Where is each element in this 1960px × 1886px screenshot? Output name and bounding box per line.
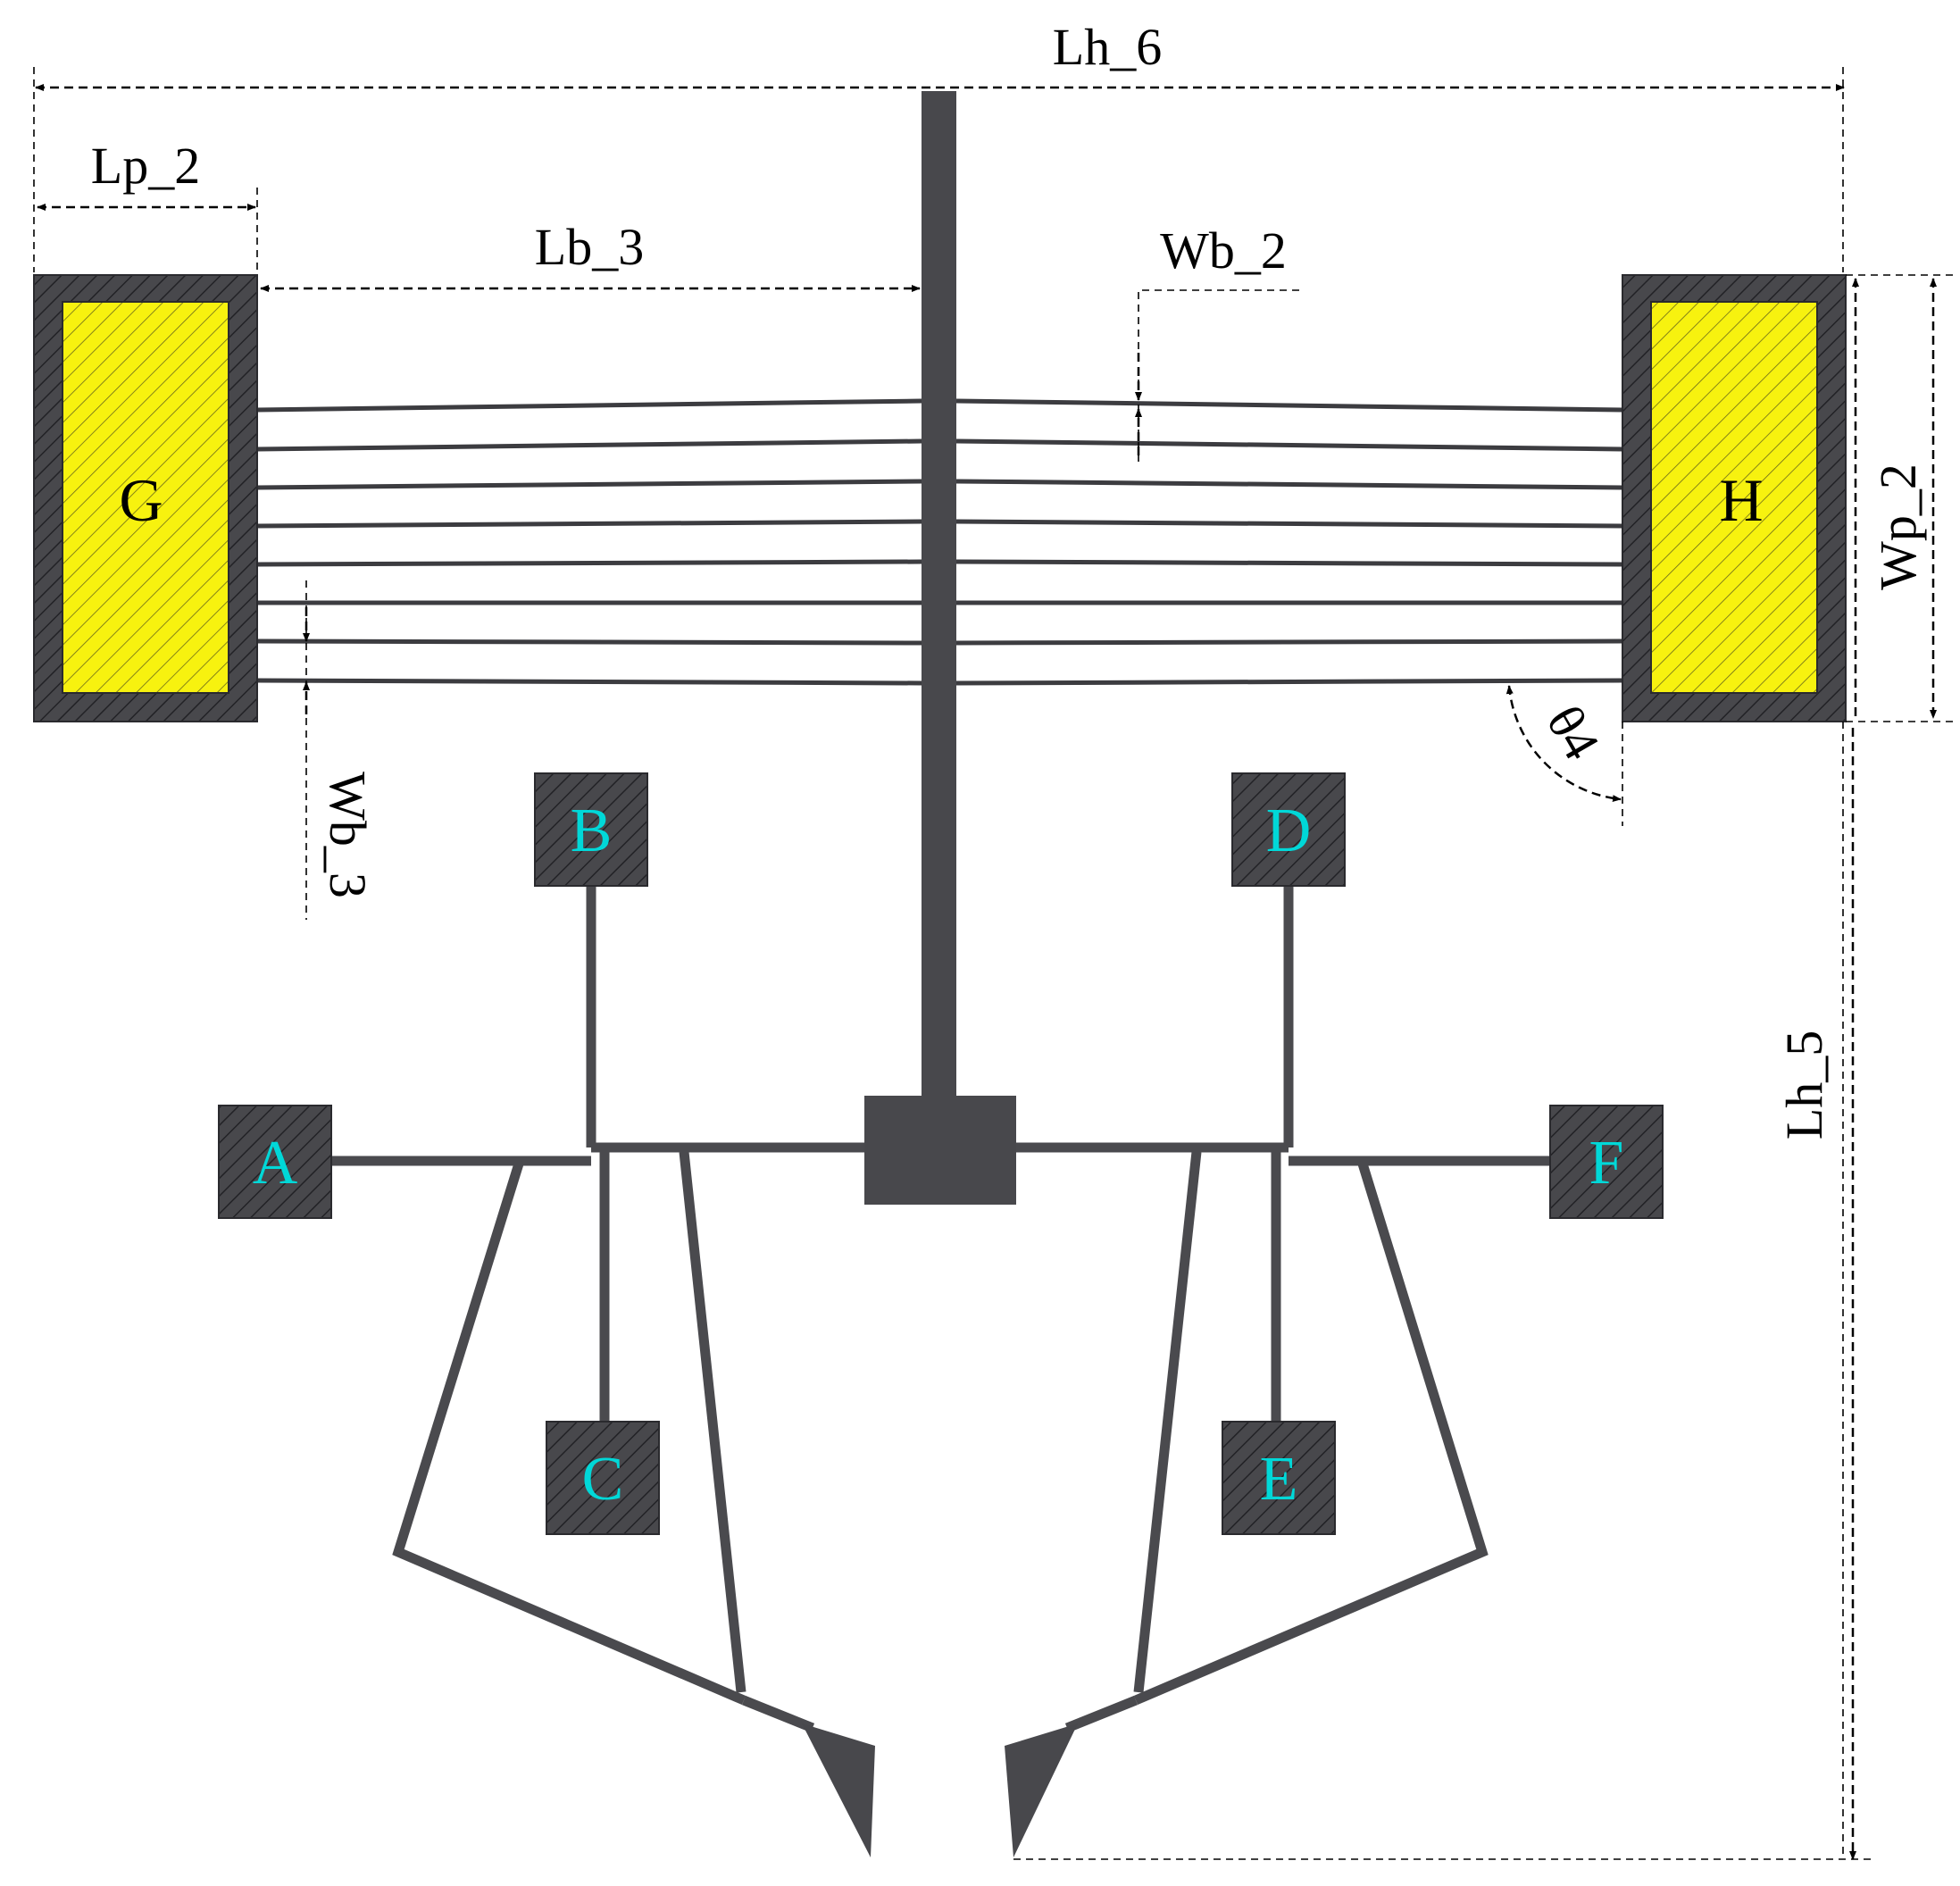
node-label-b: B [571,797,613,865]
dimension-pad-length: Lp_2 [37,137,258,275]
dimension-beam-length: Lb_3 [260,218,921,292]
node-a: A [218,1105,332,1219]
central-hub [864,1096,1016,1205]
dimension-overall-length: Lh_6 [33,18,1845,272]
node-b: B [534,772,648,887]
dimension-beam-spacing: Wb_3 [303,580,377,920]
node-c: C [546,1421,660,1535]
label-pad-length: Lp_2 [91,137,200,195]
dimension-angle: θ4 [1505,685,1623,826]
linkage-right [1005,884,1551,1857]
beam-bundle-left [256,398,922,686]
beam-bundle-right [955,398,1623,686]
node-label-a: A [253,1129,298,1198]
label-beam-spacing: Wb_3 [319,772,377,898]
node-label-e: E [1260,1445,1298,1514]
node-label-d: D [1266,797,1312,865]
dimension-height: Lh_5 [1013,722,1871,1860]
anchor-label-right: H [1719,466,1763,534]
node-f: F [1549,1105,1664,1219]
node-label-c: C [582,1445,624,1514]
anchor-pad-left: G [33,274,258,722]
linkage-left [330,884,875,1857]
anchor-pad-right: H [1622,274,1847,722]
anchor-label-left: G [119,466,163,534]
node-d: D [1231,772,1346,887]
label-height: Lh_5 [1775,1031,1833,1139]
node-label-f: F [1589,1129,1624,1198]
label-beam-width-top: Wb_2 [1160,221,1287,280]
central-shaft [922,91,956,1096]
gripper-jaw-right [1005,1723,1078,1857]
dimension-beam-width-top: Wb_2 [1135,221,1299,464]
label-angle: θ4 [1536,696,1612,769]
node-e: E [1222,1421,1336,1535]
dimension-pad-width: Wp_2 [1846,274,1956,722]
gripper-jaw-left [802,1723,875,1857]
label-pad-width: Wp_2 [1869,463,1927,590]
label-overall-length: Lh_6 [1053,18,1162,76]
label-beam-length: Lb_3 [535,218,644,276]
